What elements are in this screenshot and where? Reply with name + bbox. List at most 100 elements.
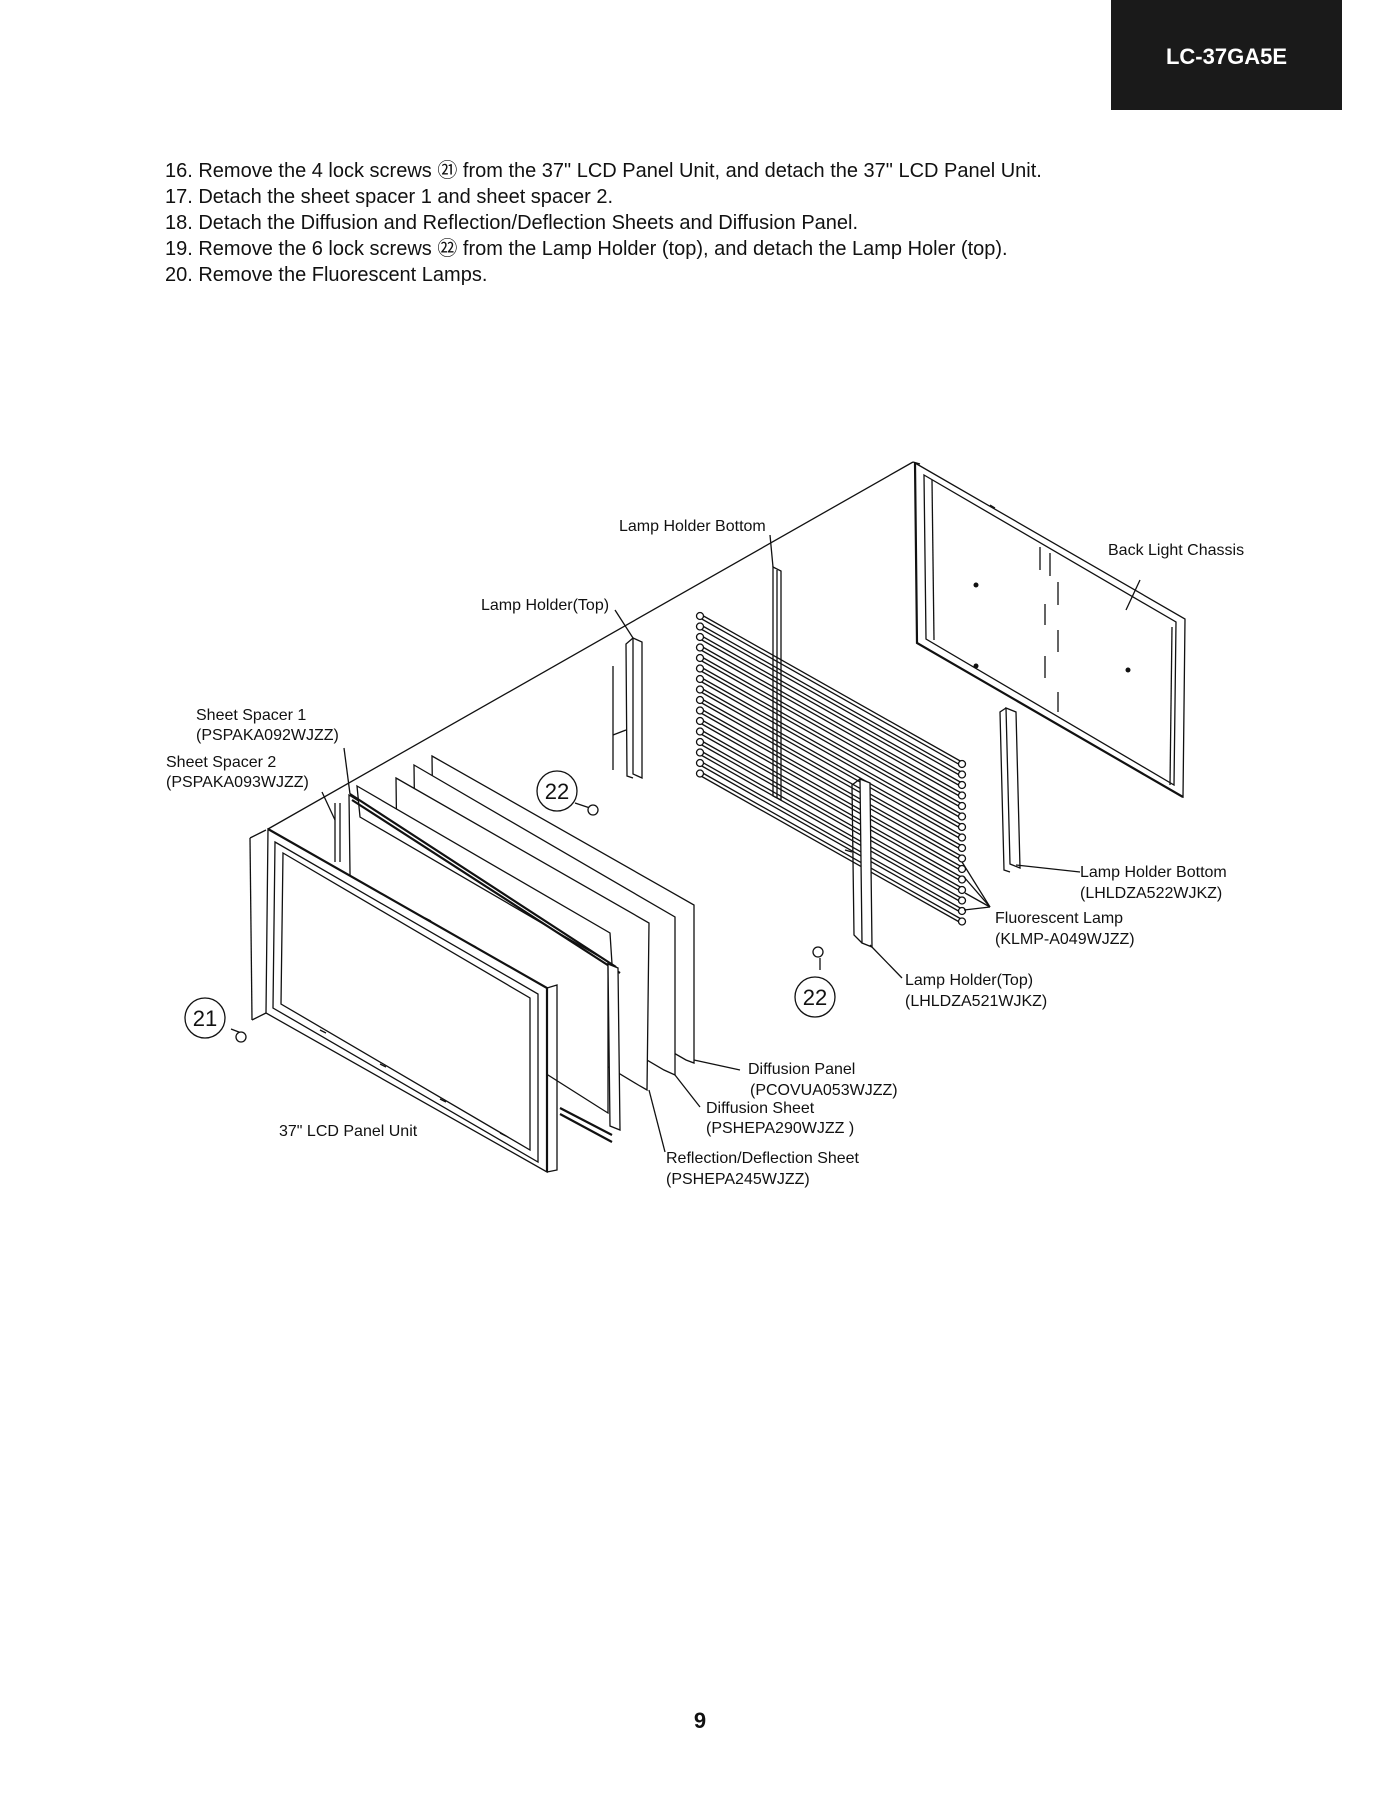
model-number: LC-37GA5E: [1165, 44, 1288, 69]
lamp-tube: [699, 665, 963, 816]
lamp-end-cap: [695, 685, 705, 694]
lamp-end-cap: [957, 917, 967, 926]
lamp-tube: [699, 753, 963, 904]
screw-21-drawing: [230, 1028, 247, 1043]
lamp-tube: [699, 648, 963, 799]
lamp-end-cap: [695, 611, 705, 621]
lamp-tube: [699, 613, 963, 763]
lamp-tube: [699, 739, 963, 889]
lamp-tube: [699, 697, 963, 847]
lamp-tube: [699, 634, 963, 784]
lamp-tube: [699, 617, 963, 767]
lamp-holder-bottom-drawing: [999, 707, 1021, 873]
label-lamp-holder-top-top: Lamp Holder(Top): [481, 597, 609, 614]
label-sheet-spacer-2: Sheet Spacer 2: [166, 754, 276, 771]
lamp-end-cap: [695, 695, 705, 705]
lamp-end-cap: [695, 737, 705, 747]
label-fluorescent-lamp-part: (KLMP-A049WJZZ): [995, 931, 1135, 948]
label-back-light-chassis: Back Light Chassis: [1108, 542, 1244, 559]
lamp-tube: [699, 774, 963, 925]
lamp-tube: [699, 623, 963, 774]
lamp-end-cap: [695, 643, 705, 652]
step-18: 18. Detach the Diffusion and Reflection/…: [165, 212, 859, 234]
lamp-end-cap: [695, 758, 705, 768]
screw-22a-drawing: [574, 802, 599, 816]
callout-22b-circle: [794, 976, 836, 1018]
lamp-tube: [699, 743, 963, 893]
label-lcd-panel-unit: 37" LCD Panel Unit: [279, 1123, 418, 1140]
leader-lines: [321, 534, 1141, 1153]
lamp-end-cap: [695, 674, 705, 684]
lamp-tube: [699, 728, 963, 879]
lamp-end-cap: [695, 769, 705, 778]
lamp-tube: [699, 644, 963, 795]
label-diffusion-sheet-part: (PSHEPA290WJZZ ): [706, 1120, 854, 1137]
lamp-end-cap: [957, 885, 967, 895]
lamp-tube: [699, 732, 963, 883]
step-17: 17. Detach the sheet spacer 1 and sheet …: [165, 186, 614, 208]
label-lamp-holder-top-part: (LHLDZA521WJKZ): [905, 993, 1047, 1010]
lamp-tube: [699, 718, 963, 868]
lamp-tube: [699, 707, 963, 858]
lamp-holder-top-center-drawing: [844, 778, 873, 948]
lamp-tube: [699, 638, 963, 788]
label-lamp-holder-bottom-top: Lamp Holder Bottom: [619, 518, 766, 535]
lamp-end-cap: [695, 727, 705, 736]
lamp-end-cap: [695, 748, 705, 757]
callout-21-circle: [184, 997, 226, 1039]
lamp-end-cap: [695, 632, 705, 642]
lamp-end-cap: [957, 822, 967, 832]
label-diffusion-sheet: Diffusion Sheet: [706, 1100, 815, 1117]
lamp-tube: [699, 711, 963, 862]
callout-22a-circle: [536, 770, 578, 812]
lamp-tube: [699, 760, 963, 910]
lamp-tube: [699, 627, 963, 778]
lamp-tube: [699, 749, 963, 900]
label-diffusion-panel-part: (PCOVUA053WJZZ): [750, 1082, 898, 1099]
label-sheet-spacer-1: Sheet Spacer 1: [196, 707, 306, 724]
lamp-end-cap: [957, 759, 967, 769]
lamp-tube: [699, 655, 963, 805]
lamp-tube: [699, 680, 963, 830]
lamp-tube: [699, 701, 963, 851]
lamp-end-cap: [957, 843, 967, 853]
lamp-end-cap: [695, 716, 705, 726]
model-tab: LC-37GA5E: [1111, 0, 1342, 110]
step-16: 16. Remove the 4 lock screws ㉑ from the …: [165, 160, 1042, 182]
label-reflection-sheet-part: (PSHEPA245WJZZ): [666, 1171, 810, 1188]
lamp-end-cap: [695, 706, 705, 715]
screw-22b-drawing: [812, 946, 824, 970]
callout-22b-label: 22: [803, 985, 827, 1010]
back-light-chassis-drawing: [913, 461, 1186, 799]
label-diffusion-panel: Diffusion Panel: [748, 1061, 855, 1078]
lamp-tube: [699, 686, 963, 837]
step-19: 19. Remove the 6 lock screws ㉒ from the …: [165, 238, 1008, 260]
lamp-tube: [699, 659, 963, 809]
lcd-panel-unit-drawing: [249, 827, 558, 1174]
lamp-end-cap: [957, 833, 967, 842]
label-fluorescent-lamp: Fluorescent Lamp: [995, 910, 1123, 927]
callout-22a-label: 22: [545, 779, 569, 804]
label-lamp-holder-bottom: Lamp Holder Bottom: [1080, 864, 1227, 881]
lamp-tube: [699, 722, 963, 872]
fluorescent-lamps-drawing: [695, 611, 967, 926]
lamp-end-cap: [695, 653, 705, 663]
lamp-tube: [699, 770, 963, 921]
lamp-end-cap: [957, 864, 967, 874]
lamp-end-cap: [957, 801, 967, 811]
lamp-tube: [699, 676, 963, 826]
lamp-tube: [699, 669, 963, 820]
label-lamp-holder-top: Lamp Holder(Top): [905, 972, 1033, 989]
lamp-tube: [699, 764, 963, 914]
label-reflection-sheet: Reflection/Deflection Sheet: [666, 1150, 860, 1167]
lamp-end-cap: [695, 622, 705, 631]
lamp-end-cap: [957, 791, 967, 800]
lamp-tube: [699, 690, 963, 841]
lamp-end-cap: [957, 770, 967, 779]
lamp-end-cap: [695, 664, 705, 673]
label-lamp-holder-bottom-part: (LHLDZA522WJKZ): [1080, 885, 1222, 902]
label-sheet-spacer-1-part: (PSPAKA092WJZZ): [196, 727, 339, 744]
lamp-end-cap: [957, 780, 967, 790]
page-number: 9: [693, 1708, 707, 1733]
